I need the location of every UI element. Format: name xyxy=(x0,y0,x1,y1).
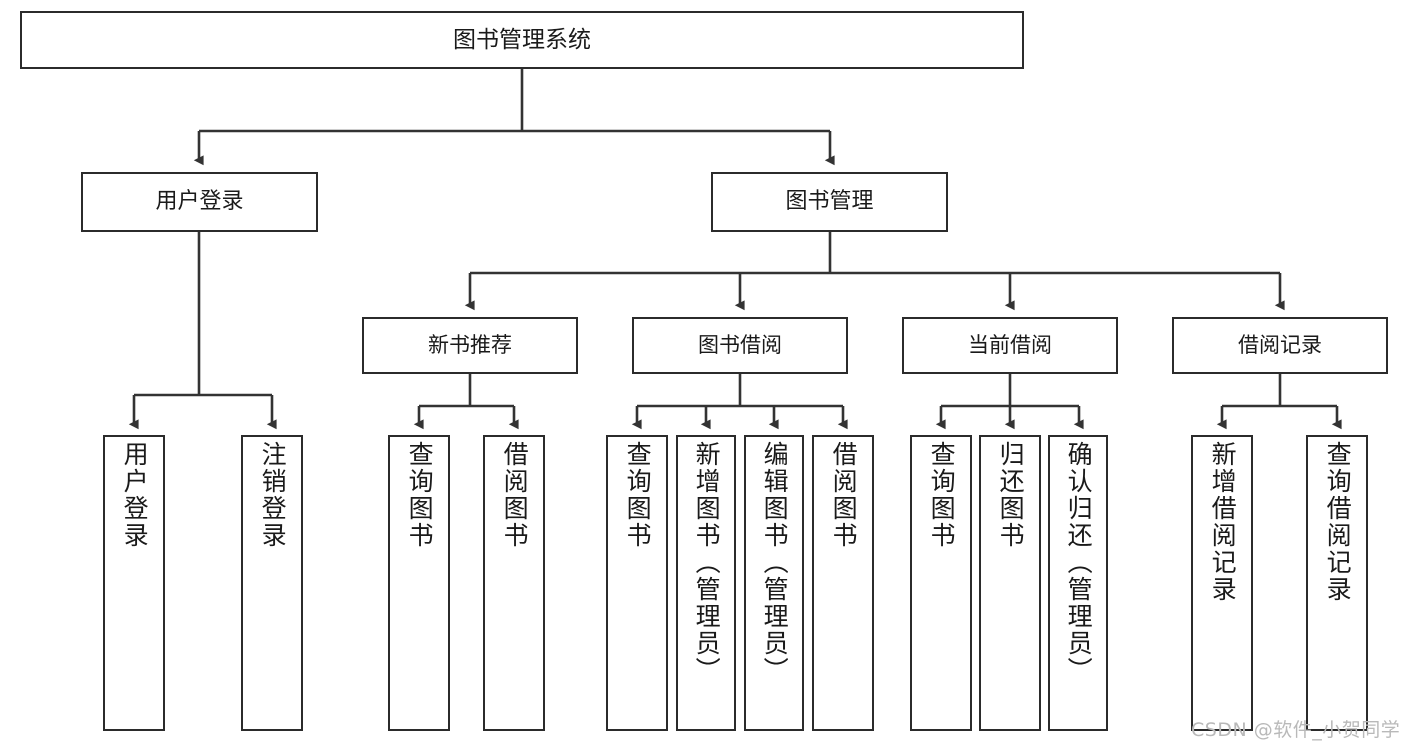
leaf-borrow-book[interactable]: 借阅图书 xyxy=(812,435,874,731)
leaf-query-book-borrow-label: 查询图书 xyxy=(623,441,653,549)
node-book-borrow[interactable]: 图书借阅 xyxy=(632,317,848,374)
node-current-borrow[interactable]: 当前借阅 xyxy=(902,317,1118,374)
node-user-login-label: 用户登录 xyxy=(155,189,244,215)
leaf-query-borrow-record[interactable]: 查询借阅记录 xyxy=(1306,435,1368,731)
leaf-add-borrow-record-label: 新增借阅记录 xyxy=(1208,441,1238,603)
leaf-query-book-current[interactable]: 查询图书 xyxy=(910,435,972,731)
leaf-edit-book-admin[interactable]: 编辑图书（管理员） xyxy=(744,435,804,731)
leaf-add-borrow-record[interactable]: 新增借阅记录 xyxy=(1191,435,1253,731)
leaf-return-book[interactable]: 归还图书 xyxy=(979,435,1041,731)
leaf-query-book-borrow[interactable]: 查询图书 xyxy=(606,435,668,731)
node-new-book-recommend-label: 新书推荐 xyxy=(428,332,512,357)
node-borrow-record[interactable]: 借阅记录 xyxy=(1172,317,1388,374)
leaf-borrow-book-recommend-label: 借阅图书 xyxy=(500,441,530,549)
node-current-borrow-label: 当前借阅 xyxy=(968,332,1052,357)
node-root[interactable]: 图书管理系统 xyxy=(20,11,1024,69)
leaf-borrow-book-label: 借阅图书 xyxy=(829,441,859,549)
node-book-borrow-label: 图书借阅 xyxy=(698,332,782,357)
leaf-logout-label: 注销登录 xyxy=(258,441,288,549)
leaf-edit-book-admin-label: 编辑图书（管理员） xyxy=(760,441,790,684)
leaf-query-book-recommend-label: 查询图书 xyxy=(405,441,435,549)
leaf-user-login[interactable]: 用户登录 xyxy=(103,435,165,731)
node-borrow-record-label: 借阅记录 xyxy=(1238,332,1322,357)
leaf-user-login-label: 用户登录 xyxy=(120,441,150,549)
node-book-management-label: 图书管理 xyxy=(785,189,874,215)
leaf-query-book-current-label: 查询图书 xyxy=(927,441,957,549)
leaf-query-borrow-record-label: 查询借阅记录 xyxy=(1323,441,1353,603)
node-book-management[interactable]: 图书管理 xyxy=(711,172,948,232)
leaf-confirm-return-admin[interactable]: 确认归还（管理员） xyxy=(1048,435,1108,731)
leaf-add-book-admin[interactable]: 新增图书（管理员） xyxy=(676,435,736,731)
node-root-label: 图书管理系统 xyxy=(453,26,591,53)
leaf-query-book-recommend[interactable]: 查询图书 xyxy=(388,435,450,731)
leaf-confirm-return-admin-label: 确认归还（管理员） xyxy=(1064,441,1094,684)
leaf-logout[interactable]: 注销登录 xyxy=(241,435,303,731)
leaf-return-book-label: 归还图书 xyxy=(996,441,1026,549)
leaf-add-book-admin-label: 新增图书（管理员） xyxy=(692,441,722,684)
node-new-book-recommend[interactable]: 新书推荐 xyxy=(362,317,578,374)
node-user-login[interactable]: 用户登录 xyxy=(81,172,318,232)
leaf-borrow-book-recommend[interactable]: 借阅图书 xyxy=(483,435,545,731)
